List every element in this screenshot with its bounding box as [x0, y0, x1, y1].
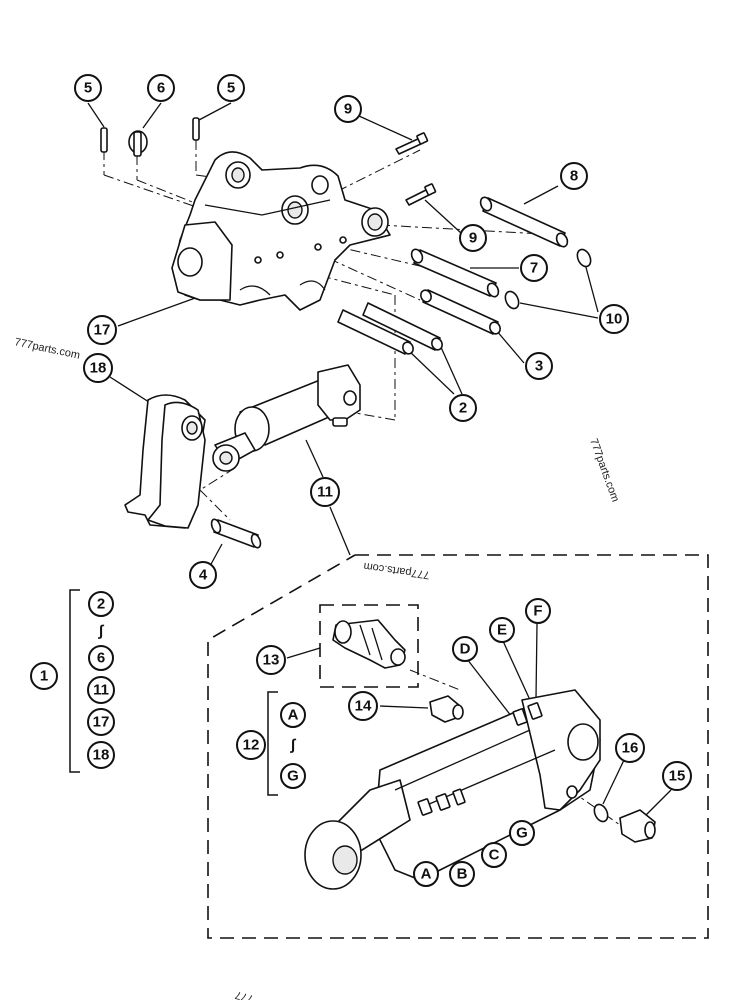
valve-detail-border	[319, 604, 419, 688]
svg-text:E: E	[497, 622, 507, 639]
svg-text:11: 11	[93, 682, 109, 699]
svg-text:11: 11	[317, 484, 333, 501]
callout-8: 8	[560, 162, 588, 190]
callout-9a: 9	[334, 95, 362, 123]
kit-12-item-A: A	[280, 702, 306, 728]
svg-text:10: 10	[606, 311, 623, 328]
callout-G: G	[509, 820, 535, 846]
svg-text:12: 12	[243, 737, 260, 754]
callout-10: 10	[599, 304, 629, 334]
kit-1-range-mark: ∫	[98, 623, 105, 640]
svg-text:13: 13	[263, 652, 280, 669]
svg-text:17: 17	[93, 714, 110, 731]
detail-view-border	[207, 554, 709, 939]
svg-text:17: 17	[94, 322, 111, 339]
callout-A: A	[413, 861, 439, 887]
fitting-15	[619, 809, 656, 843]
callout-3: 3	[525, 352, 553, 380]
svg-text:1: 1	[40, 668, 48, 685]
svg-text:14: 14	[355, 698, 372, 715]
seal-16	[593, 803, 609, 823]
callout-16: 16	[615, 733, 645, 763]
svg-text:3: 3	[535, 358, 543, 375]
callout-13: 13	[256, 645, 286, 675]
callout-7: 7	[520, 254, 548, 282]
kit-1-item-17: 17	[87, 708, 115, 736]
callout-18: 18	[83, 353, 113, 383]
svg-text:18: 18	[93, 747, 110, 764]
callout-C: C	[481, 842, 507, 868]
watermark-bottom: 777	[234, 988, 255, 1000]
kit-1-item-11: 11	[87, 676, 115, 704]
svg-text:9: 9	[469, 230, 477, 247]
svg-text:D: D	[460, 641, 471, 658]
watermark-left: 777parts.com	[13, 336, 81, 362]
lynch-pin	[128, 130, 148, 157]
kit-bracket-1	[69, 589, 80, 773]
svg-text:G: G	[516, 825, 528, 842]
callout-17: 17	[87, 315, 117, 345]
svg-text:6: 6	[157, 80, 165, 97]
svg-text:8: 8	[570, 168, 578, 185]
svg-text:2: 2	[97, 596, 105, 613]
svg-text:G: G	[287, 768, 299, 785]
callout-2: 2	[449, 394, 477, 422]
svg-text:6: 6	[97, 650, 105, 667]
kit-1-item-2: 2	[88, 591, 114, 617]
hook-bracket	[124, 394, 206, 529]
circlips	[504, 248, 592, 310]
kit-1-item-6: 6	[88, 645, 114, 671]
svg-text:5: 5	[84, 80, 92, 97]
callout-6a: 6	[147, 74, 175, 102]
check-valve	[332, 619, 406, 669]
callout-5a: 5	[74, 74, 102, 102]
callout-E: E	[489, 617, 515, 643]
svg-text:4: 4	[199, 567, 208, 584]
kit-12-item-G: G	[280, 763, 306, 789]
svg-text:2: 2	[459, 400, 467, 417]
svg-text:15: 15	[669, 768, 686, 785]
lock-cylinder	[212, 364, 361, 472]
svg-text:B: B	[457, 866, 468, 883]
svg-text:A: A	[288, 707, 299, 724]
watermark-right: 777parts.com	[587, 437, 621, 504]
callout-4: 4	[189, 561, 217, 589]
svg-text:5: 5	[227, 80, 235, 97]
cylinder-detail	[304, 689, 601, 890]
callout-14: 14	[348, 691, 378, 721]
quick-coupler-body	[171, 151, 391, 311]
callout-9b: 9	[459, 224, 487, 252]
svg-text:9: 9	[344, 101, 352, 118]
svg-text:7: 7	[530, 260, 538, 277]
svg-text:C: C	[489, 847, 500, 864]
kit-1-item-18: 18	[87, 741, 115, 769]
callout-5b: 5	[217, 74, 245, 102]
fitting-14	[429, 695, 464, 723]
long-pins	[337, 196, 569, 355]
callout-F: F	[525, 598, 551, 624]
callout-11: 11	[310, 477, 340, 507]
svg-text:A: A	[421, 866, 432, 883]
svg-text:18: 18	[90, 360, 107, 377]
roll-pins	[100, 117, 200, 153]
kit-callout-1: 1	[30, 662, 58, 690]
callout-12: 12	[236, 730, 266, 760]
callout-D: D	[452, 636, 478, 662]
callout-B: B	[449, 861, 475, 887]
callout-15: 15	[662, 761, 692, 791]
svg-text:16: 16	[622, 740, 639, 757]
bolts	[395, 132, 437, 206]
svg-text:F: F	[533, 603, 542, 620]
kit-bracket-12	[267, 691, 278, 796]
watermark-center: 777parts.com	[363, 560, 431, 581]
hook-pin	[210, 518, 262, 549]
kit-12-range-mark: ∫	[290, 737, 297, 754]
